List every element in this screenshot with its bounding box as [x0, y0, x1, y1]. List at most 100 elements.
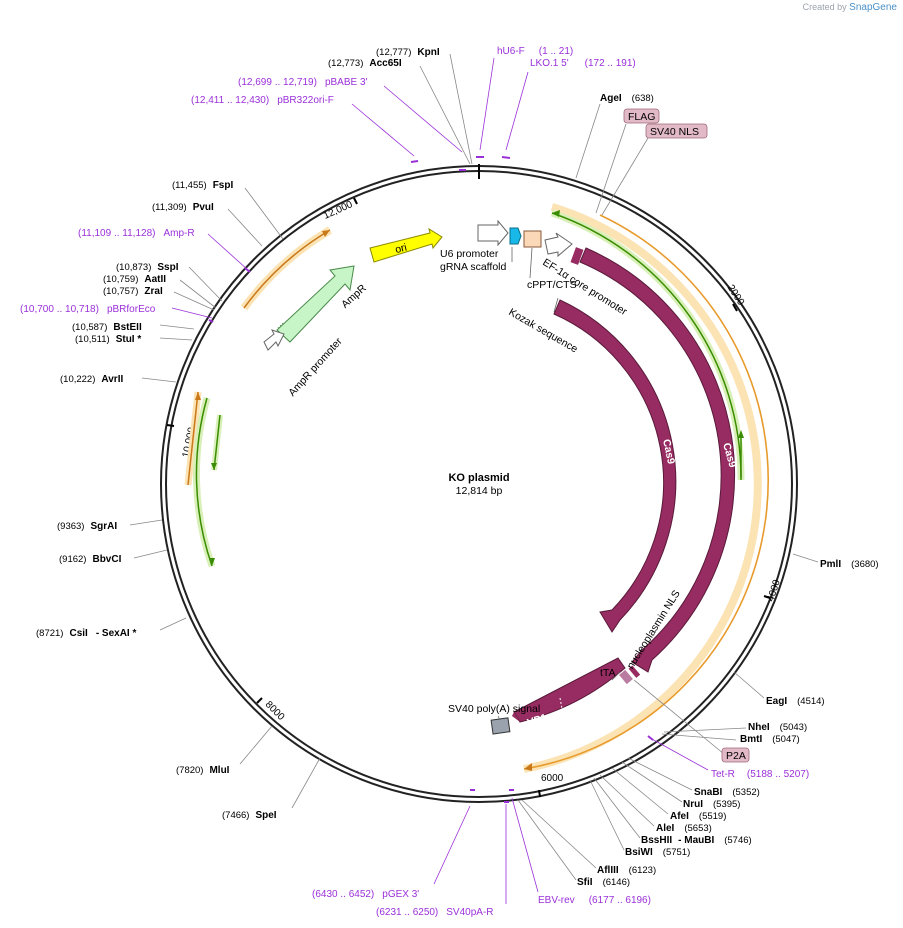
- tetr-primer-leader: [649, 737, 709, 771]
- cas9-inner-label: Cas9: [660, 438, 677, 465]
- tick-2000: [732, 303, 738, 312]
- sv40-nls-box: [645, 123, 708, 139]
- credit-prefix: Created by: [802, 2, 847, 12]
- primer-pbr322: (12,411 .. 12,430)pBR322ori-F: [191, 95, 334, 106]
- orange-feature-left-small: [187, 391, 199, 486]
- enzyme-zrai: (10,757)ZraI: [103, 286, 163, 297]
- enzyme-bbvci: (9162)BbvCI: [59, 554, 122, 565]
- tick-label-12000: 12,000: [322, 199, 355, 222]
- cas9-inner-arrow: [553, 299, 677, 633]
- enzyme-afliii: AflIII(6123): [597, 865, 656, 876]
- csii-leader: [159, 617, 187, 631]
- aatii-leader: [179, 279, 217, 309]
- u6-promoter-label: U6 promoter: [440, 248, 499, 260]
- avrii-leader: [141, 377, 177, 383]
- pgex-leader: [433, 805, 471, 885]
- sfii-leader: [517, 799, 577, 881]
- ampr-promoter-arrow: [263, 329, 285, 351]
- snapgene-credit: Created by SnapGene: [803, 2, 897, 13]
- acc65i-leader: [419, 65, 471, 165]
- pbrforeco-leader: [171, 307, 213, 319]
- pbr322-leader: [351, 103, 415, 157]
- ebvrev-leader: [511, 797, 539, 893]
- primer-tetr: Tet-R(5188 .. 5207): [711, 769, 809, 780]
- flag-label: FLAG: [628, 111, 655, 123]
- orange-left-small-arrow-head: [195, 392, 201, 400]
- orange-arrow-head-right: [524, 763, 532, 771]
- u6-promoter-arrow: [477, 219, 509, 247]
- primer-pgex: (6430 .. 6452)pGEX 3': [312, 889, 419, 900]
- primer-pbrforeco: (10,700 .. 10,718)pBRforEco: [20, 304, 156, 315]
- p2a-leader: [633, 679, 725, 755]
- tick-10000: [166, 424, 175, 427]
- tta-arrow-head: [512, 712, 520, 722]
- nucleoplasmin-nls-block: [619, 669, 633, 685]
- pbabe-leader: [383, 85, 463, 153]
- enzyme-avrii: (10,222)AvrII: [60, 374, 123, 385]
- lko1-leader: [505, 71, 529, 151]
- enzyme-bsiwi: BsiWI(5751): [625, 847, 690, 858]
- agei-leader: [575, 103, 601, 179]
- green-left-small-arrow-head: [211, 463, 217, 470]
- tick-4000: [763, 595, 771, 599]
- green-feature-left: [195, 397, 213, 567]
- sspi-leader: [188, 266, 223, 302]
- snabi-leader: [627, 757, 693, 791]
- spei-leader: [291, 757, 321, 809]
- enzyme-afei: AfeI(5519): [670, 811, 726, 822]
- orange-left-arrow-head: [322, 230, 330, 237]
- sv40-polya-box: [490, 717, 511, 735]
- grna-scaffold-arrow: [509, 227, 522, 245]
- green-feature-right: [551, 212, 742, 481]
- enzyme-fspi: (11,455)FspI: [172, 180, 233, 191]
- ori-label: ori: [394, 242, 408, 256]
- enzyme-nhei: NheI(5043): [748, 722, 807, 733]
- bsiwi-leader: [589, 779, 625, 851]
- tta-leader: [611, 671, 621, 681]
- nrui-leader: [621, 761, 683, 803]
- nhei-leader: [663, 727, 747, 733]
- pvui-leader: [227, 208, 263, 247]
- tetr-primer-mark: [647, 735, 654, 741]
- enzyme-bsshii: BssHII- MauBI(5746): [641, 835, 752, 846]
- pbrforeco-mark: [208, 319, 214, 323]
- tick-6000: [538, 789, 541, 798]
- primer-hu6f: hU6-F(1 .. 21): [497, 46, 573, 57]
- tta-divider: [559, 697, 564, 715]
- cppt-label: cPPT/CTS: [527, 279, 577, 291]
- enzyme-sgrai: (9363)SgrAI: [57, 521, 117, 532]
- enzyme-pvui: (11,309)PvuI: [152, 202, 214, 213]
- afliii-leader: [521, 799, 597, 869]
- enzyme-stui: (10,511)StuI *: [75, 334, 141, 345]
- eagi-leader: [733, 671, 765, 699]
- fspi-leader: [244, 187, 284, 240]
- bbvci-leader: [133, 549, 168, 559]
- p2a-label: P2A: [726, 750, 746, 762]
- enzyme-bmti: BmtI(5047): [740, 734, 800, 745]
- cas9-outer-arrow: [579, 247, 736, 673]
- tick-label-6000: 6000: [541, 773, 564, 784]
- plasmid-size: 12,814 bp: [456, 485, 503, 497]
- green-feature-left-small: [213, 414, 221, 471]
- enzyme-snabi: SnaBI(5352): [694, 787, 760, 798]
- primer-labels: hU6-F(1 .. 21) LKO.1 5'(172 .. 191) (12,…: [20, 46, 809, 918]
- primer-lko1: LKO.1 5'(172 .. 191): [530, 58, 636, 69]
- enzyme-spei: (7466)SpeI: [222, 810, 277, 821]
- enzyme-aatii: (10,759)AatII: [103, 274, 166, 285]
- lko1-mark: [501, 156, 511, 159]
- bsshii-leader: [593, 777, 641, 839]
- sv40-nls-label: SV40 NLS: [650, 126, 699, 138]
- cppt-leader: [529, 247, 533, 279]
- ampr-arrow: [276, 265, 355, 343]
- tick-label-4000: 4000: [766, 578, 783, 603]
- ef1a-promoter-arrow: [544, 232, 573, 258]
- ampr-label: AmpR: [339, 282, 369, 311]
- tta-label: tTA: [600, 667, 616, 679]
- primer-pbabe: (12,699 .. 12,719)pBABE 3': [238, 77, 368, 88]
- enzyme-nrui: NruI(5395): [683, 799, 740, 810]
- enzyme-bsteii: (10,587)BstEII: [72, 322, 142, 333]
- orange-feature-right-halo: [523, 203, 762, 773]
- sv40-polya-leader: [497, 715, 501, 721]
- bmti-leader: [661, 733, 737, 741]
